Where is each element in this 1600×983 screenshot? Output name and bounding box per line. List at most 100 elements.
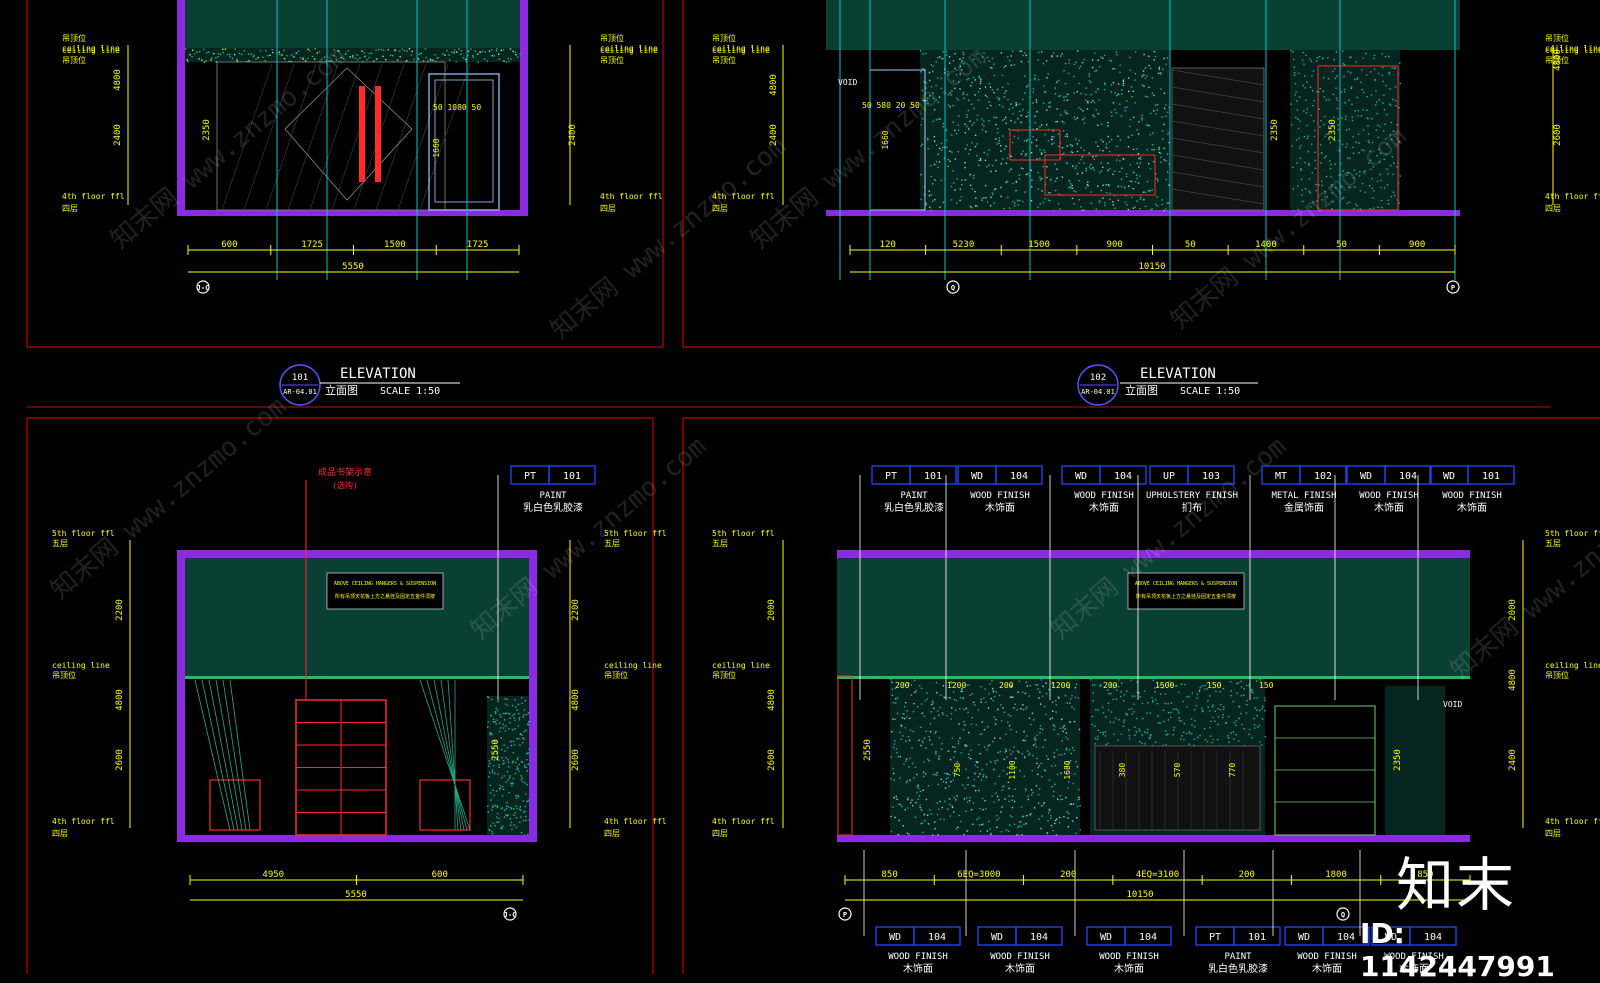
speckle [1048, 106, 1050, 108]
speckle [994, 188, 997, 190]
speckle [1139, 696, 1141, 698]
speckle [1392, 191, 1395, 193]
speckle [1078, 796, 1080, 798]
speckle [1220, 704, 1222, 706]
speckle [1044, 739, 1046, 741]
speckle [1124, 187, 1126, 189]
speckle [976, 205, 978, 207]
speckle [1207, 706, 1209, 708]
speckle [1003, 711, 1006, 713]
tag-cn: 扪布 [1182, 501, 1202, 514]
speckle [1307, 135, 1309, 137]
speckle [307, 48, 309, 50]
speckle [1003, 92, 1006, 94]
speckle [995, 691, 997, 693]
speckle [1051, 56, 1053, 58]
speckle [1321, 180, 1323, 182]
title-scale: SCALE 1:50 [380, 386, 440, 397]
dim-value: 2350 [202, 119, 212, 141]
speckle [1039, 126, 1041, 128]
speckle [1342, 50, 1344, 52]
speckle [937, 118, 939, 120]
speckle [1388, 55, 1390, 57]
speckle [960, 820, 962, 823]
speckle [1090, 101, 1092, 104]
speckle [1076, 173, 1079, 175]
speckle [1261, 707, 1263, 710]
speckle [1055, 121, 1057, 123]
speckle [516, 738, 518, 740]
speckle [1004, 751, 1006, 753]
speckle [1054, 764, 1057, 767]
speckle [993, 92, 995, 94]
speckle [247, 53, 250, 55]
speckle [1335, 87, 1337, 89]
speckle [1357, 77, 1359, 79]
speckle [1049, 199, 1051, 202]
speckle [1372, 207, 1375, 209]
speckle [1035, 746, 1038, 748]
speckle [935, 730, 937, 733]
speckle [988, 120, 990, 122]
speckle [1062, 730, 1064, 733]
inner-dim: 1200 [947, 681, 966, 690]
speckle [1032, 791, 1034, 794]
speckle [935, 751, 937, 753]
dim-value: 4800 [115, 689, 125, 711]
speckle [1122, 80, 1124, 82]
speckle [1134, 72, 1137, 75]
speckle [934, 828, 936, 830]
speckle [1037, 206, 1039, 208]
title-en: ELEVATION [1140, 366, 1216, 382]
speckle [1178, 717, 1180, 719]
speckle [1065, 732, 1068, 734]
side-label: 4th floor ffl [62, 192, 125, 201]
speckle [1133, 116, 1135, 119]
speckle [1136, 691, 1139, 693]
speckle [1078, 82, 1081, 85]
speckle [1324, 135, 1327, 137]
speckle [1034, 77, 1036, 79]
speckle [1027, 798, 1029, 801]
speckle [1038, 51, 1040, 54]
speckle [1364, 170, 1366, 172]
speckle [1380, 199, 1383, 202]
speckle [1035, 99, 1038, 101]
speckle [1091, 715, 1094, 718]
dim-value: 1725 [301, 240, 323, 250]
speckle [941, 58, 943, 60]
speckle [1373, 54, 1376, 57]
tag-num-box [1322, 926, 1370, 946]
speckle [1105, 147, 1108, 149]
speckle [496, 816, 498, 818]
speckle [1020, 153, 1023, 155]
speckle [903, 763, 905, 765]
speckle [1390, 196, 1393, 198]
speckle [1077, 50, 1079, 52]
speckle [1072, 803, 1075, 805]
speckle [1090, 191, 1092, 193]
speckle [518, 712, 520, 715]
speckle [1123, 721, 1125, 723]
upholstery-panel [1094, 745, 1261, 831]
speckle [1165, 734, 1168, 736]
speckle [1011, 141, 1014, 144]
tag-en: WOOD FINISH [1074, 491, 1134, 501]
speckle [1054, 163, 1056, 165]
speckle [1293, 71, 1296, 74]
speckle [1327, 57, 1329, 59]
speckle [1167, 733, 1169, 735]
speckle [528, 752, 530, 754]
speckle [1064, 112, 1067, 114]
speckle [521, 734, 523, 736]
speckle [975, 724, 978, 726]
speckle [1024, 154, 1026, 157]
speckle [1085, 167, 1087, 170]
speckle [1010, 753, 1012, 755]
speckle [1025, 681, 1027, 683]
speckle [1023, 140, 1026, 142]
speckle [508, 713, 511, 715]
speckle [1035, 684, 1037, 686]
speckle [1078, 162, 1080, 164]
